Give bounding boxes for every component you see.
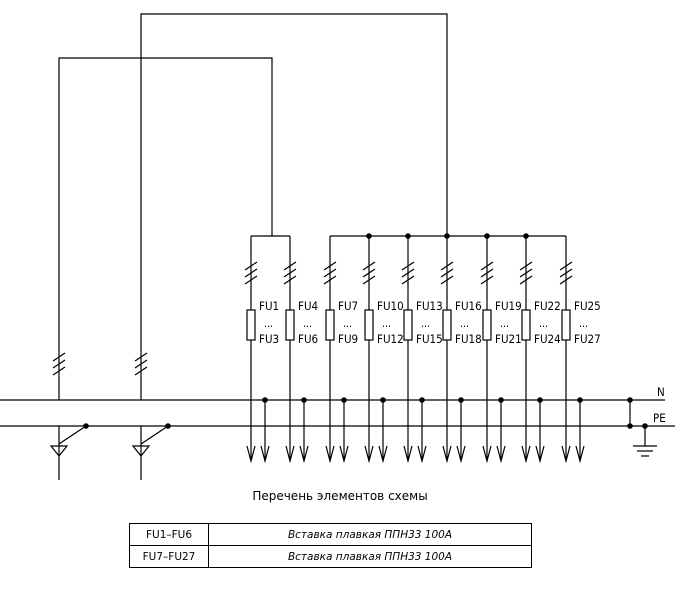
fuse-label-top: FU1 xyxy=(259,299,279,313)
n-junction xyxy=(458,397,464,403)
element-list-title: Перечень элементов схемы xyxy=(252,489,428,503)
fuse-label-dots: ... xyxy=(500,318,509,330)
bus-labels: N PE xyxy=(653,385,666,425)
fuse-label-dots: ... xyxy=(579,318,588,330)
outgoing-arrow xyxy=(285,445,295,464)
fuse-circuit xyxy=(401,236,427,464)
n-junction xyxy=(380,397,386,403)
fuse-label-bottom: FU3 xyxy=(259,332,279,346)
outgoing-arrow xyxy=(456,445,466,464)
fuse-label-bottom: FU15 xyxy=(416,332,443,346)
n-junction xyxy=(301,397,307,403)
fuse-label-top: FU19 xyxy=(495,299,522,313)
bus-label-n: N xyxy=(657,385,665,399)
fuse-label-dots: ... xyxy=(343,318,352,330)
element-ref-cell: FU1–FU6 xyxy=(129,523,209,546)
fuse-label-bottom: FU21 xyxy=(495,332,522,346)
fuse-symbol xyxy=(482,309,492,341)
outgoing-arrow xyxy=(378,445,388,464)
fuse-symbol xyxy=(285,309,295,341)
outgoing-arrow xyxy=(417,445,427,464)
fuse-label-top: FU25 xyxy=(574,299,601,313)
fuse-label-dots: ... xyxy=(264,318,273,330)
outgoing-arrow xyxy=(403,445,413,464)
fuse-symbol xyxy=(246,309,256,341)
bus-label-pe: PE xyxy=(653,411,666,425)
fuse-circuit xyxy=(519,236,545,464)
n-junction xyxy=(419,397,425,403)
element-description-cell: Вставка плавкая ППН33 100А xyxy=(208,545,532,568)
n-junction xyxy=(537,397,543,403)
outgoing-arrow xyxy=(575,445,585,464)
n-junction xyxy=(498,397,504,403)
busbar-junction xyxy=(484,233,490,239)
feeder-1-line xyxy=(58,57,273,400)
feeder-1-slashes xyxy=(52,352,66,376)
feeder-2-slashes xyxy=(134,352,148,376)
busbar-junction xyxy=(366,233,372,239)
outgoing-arrow xyxy=(246,445,256,464)
busbar-junction xyxy=(405,233,411,239)
fuse-label-bottom: FU24 xyxy=(534,332,561,346)
outgoing-arrow xyxy=(364,445,374,464)
fuse-label-dots: ... xyxy=(382,318,391,330)
fuse-label-top: FU22 xyxy=(534,299,561,313)
fuse-circuit xyxy=(244,236,270,464)
outgoing-arrow xyxy=(339,445,349,464)
ground-symbol xyxy=(629,400,657,457)
n-junction xyxy=(577,397,583,403)
busbar-junction xyxy=(444,233,450,239)
junction-dots xyxy=(262,233,583,403)
fuse-label-dots: ... xyxy=(460,318,469,330)
feeder-2-line xyxy=(140,13,448,400)
outgoing-arrow xyxy=(299,445,309,464)
fuse-circuit xyxy=(480,236,506,464)
fuse-symbol xyxy=(364,309,374,341)
outgoing-arrow xyxy=(260,445,270,464)
fuse-symbol xyxy=(325,309,335,341)
fuse-label-dots: ... xyxy=(539,318,548,330)
busbar-junction xyxy=(523,233,529,239)
fuse-symbol xyxy=(403,309,413,341)
fuse-circuit xyxy=(323,236,349,464)
outgoing-arrow xyxy=(482,445,492,464)
fuse-circuit xyxy=(283,236,309,464)
fuse-symbol xyxy=(442,309,452,341)
outgoing-arrow xyxy=(325,445,335,464)
fuse-label-bottom: FU18 xyxy=(455,332,482,346)
fuse-label-bottom: FU12 xyxy=(377,332,404,346)
fuse-label-top: FU10 xyxy=(377,299,404,313)
fuse-circuit xyxy=(362,236,388,464)
fuse-label-dots: ... xyxy=(303,318,312,330)
fuse-label-dots: ... xyxy=(421,318,430,330)
n-junction xyxy=(262,397,268,403)
fuse-circuit xyxy=(559,236,585,464)
fuse-labels: FU1... FU3 FU4... FU6 FU7... FU9 FU10... FU12 FU… xyxy=(259,299,601,346)
outgoing-arrow xyxy=(535,445,545,464)
fuse-label-bottom: FU6 xyxy=(298,332,318,346)
fuse-label-top: FU16 xyxy=(455,299,482,313)
fuse-label-top: FU7 xyxy=(338,299,358,313)
outgoing-arrow xyxy=(442,445,452,464)
fuse-label-top: FU4 xyxy=(298,299,318,313)
fuse-label-bottom: FU27 xyxy=(574,332,601,346)
outgoing-arrow xyxy=(561,445,571,464)
n-junction xyxy=(341,397,347,403)
fuse-circuit xyxy=(440,236,466,464)
feeder-2-earthing-switch xyxy=(131,425,169,457)
feeder-1-earthing-switch xyxy=(49,425,87,457)
fuse-label-bottom: FU9 xyxy=(338,332,358,346)
element-ref-cell: FU7–FU27 xyxy=(129,545,209,568)
outgoing-arrow xyxy=(521,445,531,464)
outgoing-arrow xyxy=(496,445,506,464)
element-description-cell: Вставка плавкая ППН33 100А xyxy=(208,523,532,546)
fuse-symbol xyxy=(561,309,571,341)
fuse-symbol xyxy=(521,309,531,341)
fuse-label-top: FU13 xyxy=(416,299,443,313)
